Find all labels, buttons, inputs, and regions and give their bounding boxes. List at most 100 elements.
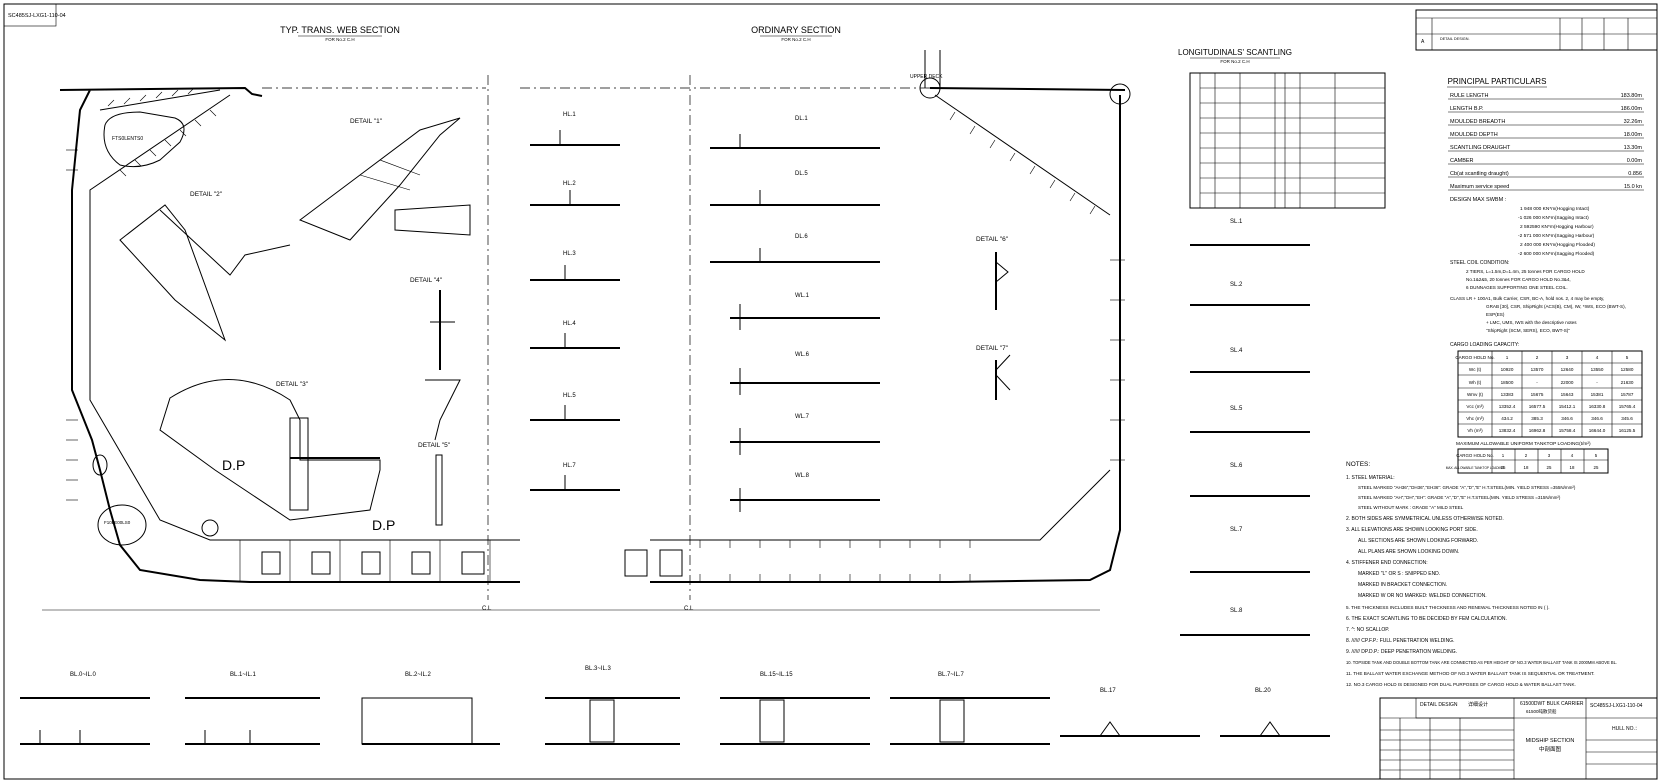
label-views-ordinary_sub: FOR No.2 C.H <box>781 37 810 42</box>
detail-views-left: DETAIL "1" DETAIL "2" DETAIL "3" DETAIL … <box>119 117 471 526</box>
label-notes-items-0: 1. STEEL MATERIAL: <box>1346 475 1395 481</box>
label-principal-tanktop_head-1: 1 <box>1502 453 1505 458</box>
revision-block: A DETAIL DESIGN. <box>1415 9 1658 51</box>
label-notes-items-9: MARKED "L" OR S : SNIPPED END. <box>1358 571 1440 577</box>
label-principal-tanktop_row-1: 25 <box>1501 465 1506 470</box>
label-sheet-project: 61500DWT BULK CARRIER <box>1520 701 1584 707</box>
label-principal-cargo_rows-2-5: 15787 <box>1621 392 1634 397</box>
label-views-dp1: D.P <box>222 457 245 473</box>
notes: NOTES: 1. STEEL MATERIAL: STEEL MARKED "… <box>1346 461 1617 687</box>
label-principal-rows-4-value: 13.30m <box>1624 145 1643 151</box>
label-principal-swbm-2: 2 592590 KN*m(Hogging Harbour) <box>1520 224 1594 230</box>
ordinary-section: ORDINARY SECTION FOR No.2 C.H C.L <box>520 25 1131 612</box>
label-sheet-revision_desc: DETAIL DESIGN. <box>1440 37 1470 41</box>
label-views-dp2: D.P <box>372 517 395 533</box>
label-principal-tanktop_row-0: MAX. ALLOWABLE TANKTOP LOADING <box>1446 466 1505 470</box>
label-sections-bl3: BL.3~IL.3 <box>585 666 612 672</box>
label-principal-cargo_head-1: 1 <box>1506 355 1509 360</box>
label-principal-rows-3-label: MOULDED DEPTH <box>1450 132 1498 138</box>
label-principal-coil_lines-1: No.1&2&5, 20 tonnes FOR CARGO HOLD No.3&… <box>1466 277 1571 282</box>
label-sections-wl7: WL.7 <box>795 414 810 420</box>
label-notes-items-3: STEEL WITHOUT MARK : GRADE "A" MILD STEE… <box>1358 505 1464 510</box>
label-views-cl1: C.L <box>482 606 492 612</box>
label-views-trans_web_sub: FOR No.2 C.H <box>325 37 354 42</box>
label-sections-hl5: HL.5 <box>563 393 576 399</box>
label-principal-coil_lines-2: 6 DUNNAGES SUPPORTING ONE STEEL COIL. <box>1466 285 1568 290</box>
label-sheet-revision_letter: A <box>1421 39 1425 45</box>
label-views-detail6: DETAIL "6" <box>976 236 1009 243</box>
label-principal-tanktop_row-4: 18 <box>1570 465 1575 470</box>
label-principal-class_line3: ESP(ES) <box>1486 312 1505 317</box>
cargo-capacity-table: CARGO HOLD No. 1 2 3 4 5 Wc (t) 10920 13… <box>1446 350 1643 474</box>
bl-sections: BL.0~IL.0 BL.1~IL.1 BL.2~IL.2 BL.3~IL.3 … <box>20 666 1330 745</box>
detail-views-right: DETAIL "6" DETAIL "7" <box>976 236 1011 400</box>
label-notes-items-1: STEEL MARKED "AH36","DH36","EH36": GRADE… <box>1358 485 1576 490</box>
label-principal-cargo_rows-2-3: 15643 <box>1561 392 1574 397</box>
label-sections-sl6: SL.6 <box>1230 463 1243 469</box>
label-principal-cargo_rows-4-3: 346.6 <box>1561 416 1573 421</box>
label-longitudinals-sub: FOR No.2 C.H <box>1220 59 1249 64</box>
label-views-cl2: C.L <box>684 606 694 612</box>
svg-text:FTS0LENTS0: FTS0LENTS0 <box>112 136 143 142</box>
label-principal-tanktop_row-5: 25 <box>1594 465 1599 470</box>
dp-region: D.P D.P <box>159 379 395 533</box>
label-sheet-hull_no: HULL NO.： <box>1612 726 1640 732</box>
label-principal-cargo_rows-2-0: Wmv (t) <box>1467 392 1484 397</box>
label-principal-cargo_rows-4-5: 345.6 <box>1621 416 1633 421</box>
label-principal-cargo_rows-5-4: 16644.0 <box>1589 428 1606 433</box>
label-sheet-title_cn: 中剖面图 <box>1539 745 1562 753</box>
label-principal-cargo_rows-3-5: 15765.4 <box>1619 404 1636 409</box>
label-principal-rows-7-value: 15.0 kn <box>1624 184 1642 190</box>
label-principal-rows-1-value: 186.00m <box>1621 106 1643 112</box>
label-sections-hl1: HL.1 <box>563 112 576 118</box>
label-principal-cargo_rows-2-1: 13383 <box>1501 392 1514 397</box>
label-principal-cargo_rows-2-4: 15381 <box>1591 392 1604 397</box>
label-notes-items-7: ALL PLANS ARE SHOWN LOOKING DOWN. <box>1358 549 1459 555</box>
label-views-detail3: DETAIL "3" <box>276 381 309 388</box>
label-notes-items-18: 11. THE BALLAST WATER EXCHANGE METHOD OF… <box>1346 671 1595 676</box>
label-principal-class_line1: CLASS LR + 100A1, Bulk Carrier, CSR, BC-… <box>1450 296 1604 301</box>
label-principal-tanktop_head-4: 4 <box>1571 453 1574 458</box>
label-notes-items-14: 7. ^: NO SCALLOP. <box>1346 627 1389 633</box>
label-principal-cargo_rows-1-5: 21630 <box>1621 380 1634 385</box>
label-sections-hl7: HL.7 <box>563 463 576 469</box>
hl-sections: HL.1 HL.2 HL.3 HL.4 HL.5 HL.7 <box>530 112 620 491</box>
label-notes-items-13: 6. THE EXACT SCANTLING TO BE DECIDED BY … <box>1346 616 1507 622</box>
label-views-detail2: DETAIL "2" <box>190 191 223 198</box>
label-sections-sl8: SL.8 <box>1230 608 1243 614</box>
label-principal-class_line2: GRAB [30], CSR, ShipRight (ACS(B), CM), … <box>1486 304 1626 309</box>
trans-web-section: TYP. TRANS. WEB SECTION FOR No.2 C.H FTS… <box>42 25 1100 612</box>
label-principal-cargo_rows-0-0: Wc (t) <box>1469 367 1482 372</box>
label-principal-cargo_rows-0-2: 13570 <box>1531 367 1544 372</box>
label-sections-sl2: SL.2 <box>1230 282 1243 288</box>
label-sections-sl1: SL.1 <box>1230 219 1243 225</box>
label-principal-cargo_rows-5-0: Vh (m³) <box>1467 428 1483 433</box>
label-principal-tanktop_head-0: CARGO HOLD No. <box>1456 453 1494 458</box>
title-block: DETAIL DESIGN 详细设计 61500DWT BULK CARRIER… <box>1379 697 1658 780</box>
label-principal-class_line4: + LMC, UMS, IWS with the descriptive not… <box>1486 320 1577 325</box>
dl-wl-sections: DL.1 DL.5 DL.6 WL.1 WL.6 WL.7 WL.8 <box>710 116 880 512</box>
label-views-detail4: DETAIL "4" <box>410 277 443 284</box>
label-principal-cargo_rows-3-0: Vcc (m³) <box>1466 404 1484 409</box>
label-sections-bl1: BL.1~IL.1 <box>230 672 257 678</box>
sheet-border <box>3 3 1658 780</box>
label-principal-cargo_head-3: 3 <box>1566 355 1569 360</box>
label-principal-cargo_rows-1-1: 18500 <box>1501 380 1514 385</box>
label-principal-swbm-5: -2 600 000 KN*m(Sagging Flooded) <box>1518 251 1595 257</box>
label-notes-items-10: MARKED IN BRACKET CONNECTION. <box>1358 582 1447 588</box>
label-sections-hl4: HL.4 <box>563 321 576 327</box>
label-views-detail7: DETAIL "7" <box>976 345 1009 352</box>
trans-web-title: TYP. TRANS. WEB SECTION <box>280 25 400 35</box>
label-principal-cargo_rows-4-2: 385.3 <box>1531 416 1543 421</box>
label-principal-cargo_head-5: 5 <box>1626 355 1629 360</box>
label-sections-bl0: BL.0~IL.0 <box>70 672 97 678</box>
label-principal-cargo_rows-0-3: 12640 <box>1561 367 1574 372</box>
label-views-ordinary: ORDINARY SECTION <box>751 25 841 35</box>
label-views-upper_deck: UPPER DECK <box>910 74 943 80</box>
label-notes-items-6: ALL SECTIONS ARE SHOWN LOOKING FORWARD. <box>1358 538 1478 544</box>
label-principal-swbm-3: -2 571 000 KN*m(Sagging Harbour) <box>1518 233 1595 239</box>
label-sections-sl5: SL.5 <box>1230 406 1243 412</box>
label-sections-wl8: WL.8 <box>795 473 810 479</box>
label-principal-cargo_head-2: 2 <box>1536 355 1539 360</box>
